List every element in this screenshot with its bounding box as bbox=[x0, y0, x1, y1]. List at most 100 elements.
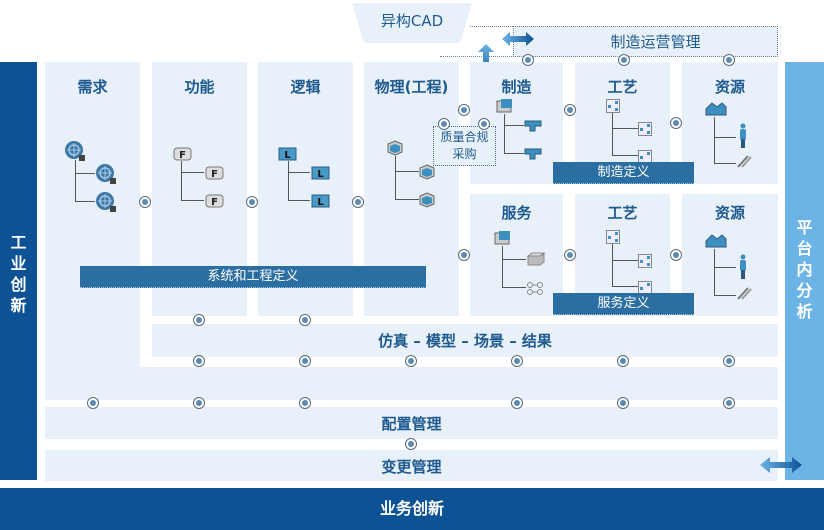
title-mfg-resource: 资源 bbox=[714, 78, 745, 96]
heterogeneous-cad-label: 异构CAD bbox=[352, 3, 472, 43]
configuration-label: 配置管理 bbox=[381, 415, 442, 433]
connection-node bbox=[618, 54, 630, 66]
process-flow-icon bbox=[638, 254, 652, 268]
requirement-globe-icon bbox=[96, 164, 116, 184]
mom-connector-left bbox=[440, 56, 514, 57]
column-title-physical: 物理(工程) bbox=[374, 78, 449, 96]
title-svc-resource: 资源 bbox=[714, 204, 745, 222]
connection-node bbox=[87, 397, 99, 409]
connection-node bbox=[193, 314, 205, 326]
process-flow-icon bbox=[606, 230, 620, 244]
svg-text:L: L bbox=[317, 197, 324, 208]
column-title-logic: 逻辑 bbox=[290, 78, 321, 96]
column-title-function: 功能 bbox=[184, 78, 215, 96]
horizontal-double-arrow-icon bbox=[502, 32, 534, 46]
manufacturing-operations-management: 制造运营管理 bbox=[513, 26, 778, 57]
tools-icon bbox=[737, 155, 752, 168]
service-definition-bar: 服务定义 bbox=[553, 293, 694, 315]
process-flow-icon bbox=[638, 150, 652, 162]
process-flow-icon bbox=[638, 122, 652, 136]
title-mfg-process: 工艺 bbox=[607, 78, 638, 96]
title-service: 服务 bbox=[501, 204, 532, 222]
platform-analytics-sidebar: 平 台 内 分 析 bbox=[785, 62, 824, 480]
sidebar-right-char: 析 bbox=[796, 302, 813, 321]
svg-text:F: F bbox=[211, 197, 218, 208]
requirements-column-panel bbox=[45, 62, 140, 400]
physical-cube-icon bbox=[387, 140, 403, 156]
svg-text:F: F bbox=[179, 150, 186, 161]
logic-block-icon: L bbox=[278, 147, 297, 161]
function-block-icon: F bbox=[173, 147, 192, 161]
tree-connector bbox=[504, 114, 524, 154]
svg-text:F: F bbox=[211, 169, 218, 180]
sidebar-right-char: 内 bbox=[796, 260, 813, 279]
quality-line1: 质量合规 bbox=[440, 130, 489, 144]
connection-node bbox=[193, 355, 205, 367]
part-icon bbox=[524, 120, 542, 132]
industrial-innovation-sidebar: 工 业 创 新 bbox=[0, 62, 37, 480]
tree-connector bbox=[502, 246, 526, 288]
sidebar-left-char: 工 bbox=[10, 233, 27, 252]
requirement-globe-icon bbox=[65, 141, 85, 161]
function-block-icon: F bbox=[205, 166, 224, 180]
process-flow-icon bbox=[606, 99, 620, 113]
part-icon bbox=[524, 148, 542, 160]
change-management-row: 变更管理 bbox=[45, 450, 778, 481]
connection-node bbox=[723, 54, 735, 66]
connection-node bbox=[139, 196, 151, 208]
connection-node bbox=[352, 196, 364, 208]
process-flow-icon bbox=[638, 281, 652, 293]
network-icon bbox=[527, 282, 543, 295]
system-engineering-definition-bar: 系统和工程定义 bbox=[80, 266, 426, 288]
connection-node bbox=[405, 355, 417, 367]
lower-band-panel bbox=[45, 367, 778, 400]
connection-node bbox=[670, 249, 682, 261]
svg-text:L: L bbox=[317, 169, 324, 180]
tree-connector bbox=[75, 160, 95, 202]
connection-node bbox=[458, 249, 470, 261]
connection-node bbox=[564, 104, 576, 116]
physical-cube-icon bbox=[419, 192, 435, 208]
connection-node bbox=[522, 54, 534, 66]
connection-node bbox=[617, 355, 629, 367]
connection-node bbox=[723, 397, 735, 409]
sidebar-right-char: 台 bbox=[796, 239, 813, 258]
quality-line2: 采购 bbox=[452, 147, 477, 161]
sidebar-right-char: 分 bbox=[796, 281, 813, 300]
simulation-label: 仿真 – 模型 – 场景 – 结果 bbox=[378, 332, 552, 350]
connection-node bbox=[723, 355, 735, 367]
tree-connector bbox=[181, 161, 204, 201]
logic-block-icon: L bbox=[311, 194, 330, 208]
tree-connector bbox=[714, 117, 736, 164]
horizontal-double-arrow-icon bbox=[760, 457, 802, 473]
connection-node bbox=[299, 397, 311, 409]
connection-node bbox=[670, 117, 682, 129]
sidebar-left-char: 创 bbox=[10, 275, 27, 294]
sidebar-right-char: 平 bbox=[796, 218, 813, 237]
title-manufacturing: 制造 bbox=[501, 78, 532, 96]
service-panel bbox=[470, 194, 563, 316]
connection-node bbox=[617, 397, 629, 409]
person-icon bbox=[740, 254, 746, 279]
mom-connector-top bbox=[470, 26, 515, 27]
business-innovation-footer: 业务创新 bbox=[0, 488, 824, 530]
sidebar-left-char: 业 bbox=[10, 254, 27, 273]
connection-node bbox=[564, 249, 576, 261]
vertical-double-arrow-icon bbox=[478, 44, 494, 78]
tools-icon bbox=[737, 287, 752, 300]
tree-connector bbox=[612, 244, 638, 287]
tree-connector bbox=[395, 156, 419, 200]
tree-connector bbox=[288, 161, 310, 201]
manufacturing-definition-bar: 制造定义 bbox=[553, 162, 694, 184]
title-svc-process: 工艺 bbox=[607, 204, 638, 222]
physical-cube-icon bbox=[419, 164, 435, 180]
tree-connector bbox=[612, 113, 638, 156]
connection-node bbox=[438, 118, 450, 130]
quality-compliance-procurement: 质量合规 采购 bbox=[433, 126, 496, 166]
manufacturing-machine-icon bbox=[496, 99, 512, 113]
logic-block-icon: L bbox=[311, 166, 330, 180]
svg-text:L: L bbox=[284, 150, 291, 161]
requirement-globe-icon bbox=[96, 192, 116, 212]
column-title-requirement: 需求 bbox=[77, 78, 108, 96]
connection-node bbox=[246, 196, 258, 208]
